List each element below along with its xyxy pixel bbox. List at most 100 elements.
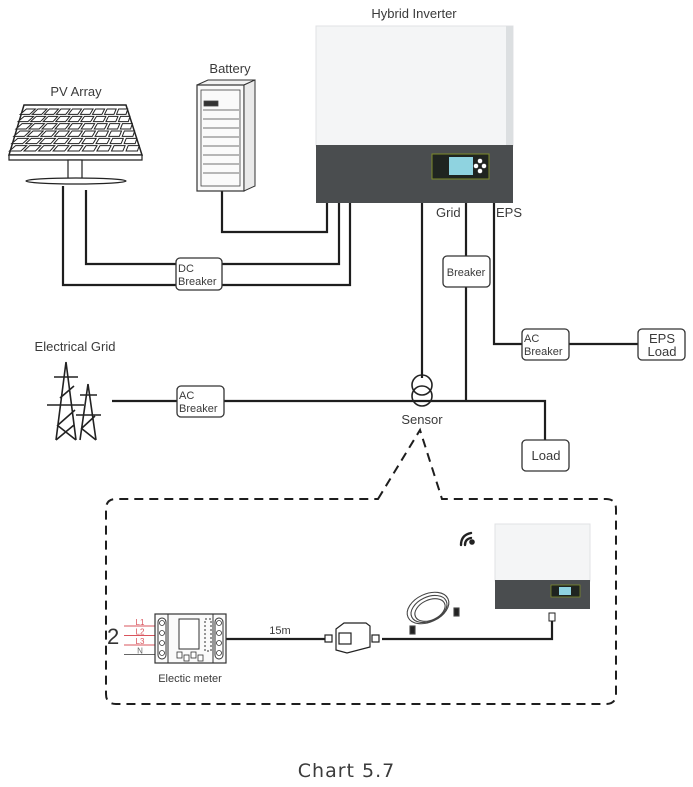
grid-port-label: Grid [436,205,461,220]
sensor[interactable]: Sensor [401,374,443,427]
solar-cell [95,137,111,145]
solar-panel-post [67,159,83,181]
eps-wire [492,203,640,346]
solar-cell [109,137,125,145]
solar-cell [66,137,84,145]
load-label: Load [532,448,561,463]
coiled-cable-icon [406,591,460,635]
solar-cell [103,108,117,115]
solar-cell [37,145,56,152]
solar-cell [110,145,126,152]
solar-cell [55,108,72,115]
solar-cell [18,108,37,115]
solar-cell [52,145,70,152]
solar-cells [8,108,140,152]
solar-cell [106,123,121,130]
solar-cell [52,137,71,145]
battery-label: Battery [209,61,251,76]
power-tower-icon [47,361,101,441]
meter-left-terminals [157,617,167,660]
solar-cell [24,137,44,145]
eps-port-label: EPS [496,205,522,220]
phase-label-l2: L2 [136,628,145,637]
solar-cell [119,123,133,130]
rj45-coupler[interactable] [324,622,380,654]
eps-load-label-1: EPS [649,331,675,346]
solar-cell [53,123,71,130]
solar-cell [66,130,84,137]
solar-cell [12,130,32,137]
solar-cell [80,130,97,137]
solar-cell [96,145,112,152]
grid-breaker[interactable]: Breaker [442,255,491,288]
dc-breaker-label-2: Breaker [178,276,217,288]
meter-number: 2 [107,624,119,649]
battery[interactable]: Battery [196,61,256,192]
solar-cell [105,115,119,123]
solar-cell [16,115,35,123]
solar-cell [115,108,129,115]
electrical-grid[interactable]: Electrical Grid [35,339,116,441]
solar-cell [94,130,110,137]
meter-right-terminals [214,617,224,660]
solar-cell [53,130,71,137]
solar-cell [125,145,140,152]
figure-caption: Chart 5.7 [297,760,396,782]
solar-cell [8,145,28,152]
phase-label-n: N [137,647,143,656]
solar-cell [54,115,71,123]
solar-cell [107,130,123,137]
pv-array-label: PV Array [50,84,102,99]
electric-meter-label: Electic meter [158,673,222,685]
solar-cell [121,130,136,137]
solar-cell [29,115,47,123]
phase-label-l3: L3 [136,637,145,646]
solar-cell [41,115,59,123]
electric-meter[interactable] [154,613,227,664]
dc-breaker[interactable]: DC Breaker [175,257,223,291]
inverter-keypad-icon [473,158,487,174]
solar-cell [26,130,45,137]
inverter-small-body [494,523,591,582]
solar-panel-stand [25,177,127,185]
inverter-screen [449,157,473,175]
sensor-label: Sensor [401,412,443,427]
solar-cell [92,115,107,123]
battery-rack-side [243,79,256,192]
pv-array[interactable]: PV Array [7,84,144,185]
battery-modules [200,89,241,187]
phase-label-l1: L1 [136,618,145,627]
ac-breaker-eps[interactable]: AC Breaker [521,328,570,361]
solar-cell [117,115,131,123]
solar-cell [43,108,60,115]
solar-cell [123,137,138,145]
solar-cell [67,115,83,123]
solar-cell [81,137,98,145]
ac-breaker-grid-label-2: Breaker [179,403,218,415]
cable-length-label: 15m [269,625,290,637]
hybrid-inverter[interactable]: Hybrid Inverter [315,6,514,203]
load[interactable]: Load [521,439,570,472]
inverter-small-port [548,612,556,622]
wifi-icon [459,531,475,547]
pv-wire-inner [84,190,341,266]
solar-panel-base [8,154,143,161]
solar-cell [10,137,30,145]
solar-cell [66,145,84,152]
sensor-coil-bottom [411,385,433,407]
inverter-body [315,25,514,147]
inverter-small[interactable] [494,523,591,622]
solar-cell [39,130,58,137]
grid-main-line [112,399,547,440]
ac-breaker-eps-label-1: AC [524,333,539,345]
ac-breaker-eps-label-2: Breaker [524,346,563,358]
solar-cell [30,108,49,115]
ac-breaker-grid[interactable]: AC Breaker [176,385,225,418]
wires [61,186,640,440]
solar-cell [27,123,46,130]
eps-load[interactable]: EPS Load [637,328,686,361]
electrical-grid-label: Electrical Grid [35,339,116,354]
meter-cable [226,621,554,641]
